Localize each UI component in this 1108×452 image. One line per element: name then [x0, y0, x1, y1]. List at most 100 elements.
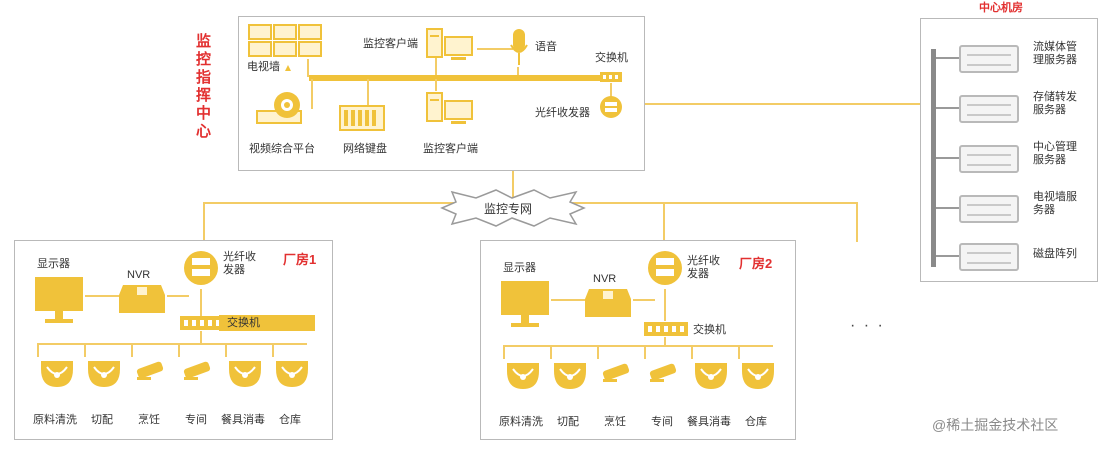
- drop-site1: [203, 202, 205, 240]
- camera-bus: [503, 345, 773, 347]
- bullet-camera-icon: [646, 359, 682, 387]
- site-box-2: 显示器 NVR 光纤收发器 厂房2 交换机 原料清洗切配烹饪专间餐具消毒仓库: [480, 240, 796, 440]
- camera-row: 原料清洗切配烹饪专间餐具消毒仓库: [481, 345, 795, 439]
- bullet-camera-icon: [180, 357, 216, 385]
- title-char: 控: [196, 51, 212, 68]
- bus-to-platform: [311, 79, 313, 109]
- camera-location-label: 餐具消毒: [687, 416, 731, 428]
- command-center-box: 电视墙 监控客户端 语音 交换机 光纤收发器: [238, 16, 645, 171]
- camera-drop: [597, 345, 599, 359]
- fiber-label: 光纤收发器: [223, 251, 256, 276]
- server-label: 存储转发服务器: [1033, 91, 1077, 116]
- client-computer-icon: [425, 27, 475, 63]
- network-cloud-icon: [438, 188, 588, 228]
- link-to-net: [512, 155, 514, 199]
- camera-drop: [738, 345, 740, 359]
- title-char: 挥: [196, 87, 212, 104]
- dome-camera-icon: [274, 357, 310, 389]
- nvr-label: NVR: [127, 269, 151, 281]
- nvr-label: NVR: [593, 273, 617, 285]
- camera-location-label: 切配: [91, 414, 113, 426]
- switch-label: 交换机: [693, 324, 726, 336]
- server-label: 磁盘阵列: [1033, 248, 1077, 260]
- camera-location-label: 原料清洗: [499, 416, 543, 428]
- camera-drop: [225, 343, 227, 357]
- switch-down: [664, 337, 666, 345]
- nvr-icon: [583, 285, 633, 319]
- camera-drop: [178, 343, 180, 357]
- title-char: 监: [196, 33, 212, 50]
- client-bottom-label: 监控客户端: [423, 143, 478, 155]
- bus-to-client-top: [435, 57, 437, 75]
- video-wall-label: 电视墙: [247, 61, 280, 73]
- server-label: 流媒体管理服务器: [1033, 41, 1077, 66]
- voice-label: 语音: [535, 41, 557, 53]
- switch-to-fiber: [610, 83, 612, 97]
- bus-to-voice: [517, 67, 519, 75]
- display-label: 显示器: [37, 258, 70, 270]
- fiber-switch-link: [200, 289, 202, 317]
- switch-down: [200, 331, 202, 343]
- server-icon: [959, 95, 1019, 123]
- dome-camera-icon: [86, 357, 122, 389]
- cc-switch-label: 交换机: [595, 52, 628, 64]
- monitor-icon: [33, 275, 85, 327]
- camera-location-label: 仓库: [279, 414, 301, 426]
- rack-link: [936, 57, 960, 59]
- site-title: 厂房1: [283, 252, 317, 267]
- camera-location-label: 烹饪: [604, 416, 626, 428]
- bus-to-keyboard: [367, 79, 369, 109]
- camera-row: 原料清洗切配烹饪专间餐具消毒仓库: [15, 343, 332, 439]
- monitor-nvr-link: [85, 295, 119, 297]
- disk-array-icon: [959, 243, 1019, 271]
- site-title: 厂房2: [739, 256, 773, 271]
- drop-site3: [856, 202, 858, 242]
- fiber-transceiver-icon: [599, 95, 623, 119]
- server-icon: [959, 45, 1019, 73]
- camera-drop: [131, 343, 133, 357]
- network-keyboard-icon: [339, 105, 385, 131]
- camera-location-label: 餐具消毒: [221, 414, 265, 426]
- dome-camera-icon: [552, 359, 588, 391]
- client-voice-link: [477, 48, 513, 50]
- dome-camera-icon: [505, 359, 541, 391]
- camera-bus: [37, 343, 307, 345]
- camera-drop: [503, 345, 505, 359]
- camera-location-label: 原料清洗: [33, 414, 77, 426]
- fiber-label: 光纤收发器: [687, 255, 720, 280]
- camera-location-label: 专间: [651, 416, 673, 428]
- more-sites-ellipsis: · · ·: [850, 317, 885, 334]
- switch-icon: [643, 321, 689, 337]
- bus-to-client-bottom: [435, 79, 437, 91]
- cc-bus: [309, 75, 601, 81]
- nvr-fiber-link: [633, 299, 655, 301]
- camera-location-label: 专间: [185, 414, 207, 426]
- camera-drop: [84, 343, 86, 357]
- camera-drop: [37, 343, 39, 357]
- camera-drop: [550, 345, 552, 359]
- switch-label: 交换机: [227, 317, 260, 329]
- camera-drop: [272, 343, 274, 357]
- nvr-icon: [117, 281, 167, 315]
- network-label: 监控专网: [484, 202, 533, 216]
- camera-location-label: 切配: [557, 416, 579, 428]
- title-char: 中: [196, 105, 212, 122]
- dome-camera-icon: [227, 357, 263, 389]
- rack-link: [936, 207, 960, 209]
- title-char: 指: [196, 69, 212, 86]
- platform-label: 视频综合平台: [249, 143, 315, 155]
- switch-icon: [599, 71, 623, 83]
- keyboard-label: 网络键盘: [343, 143, 387, 155]
- monitor-nvr-link: [551, 299, 585, 301]
- server-label: 中心管理服务器: [1033, 141, 1077, 166]
- nvr-fiber-link: [167, 295, 189, 297]
- drop-site2: [663, 202, 665, 240]
- link-fiber-datacenter: [624, 103, 920, 105]
- microphone-icon: [509, 27, 529, 69]
- server-icon: [959, 145, 1019, 173]
- dome-camera-icon: [693, 359, 729, 391]
- client-top-label: 监控客户端: [363, 38, 418, 50]
- fiber-transceiver-icon: [183, 247, 219, 289]
- camera-drop: [691, 345, 693, 359]
- rack-link: [936, 107, 960, 109]
